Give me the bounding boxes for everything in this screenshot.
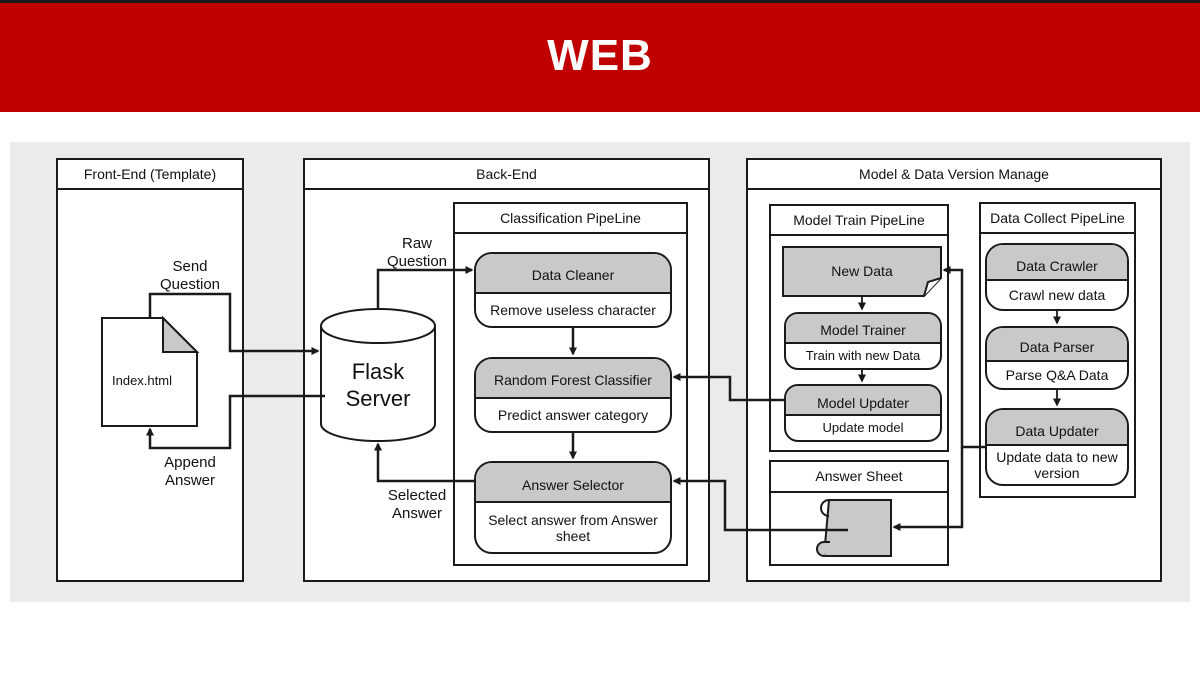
data-updater-to-answer-sheet-arrow — [892, 447, 964, 531]
data-crawler-title: Data Crawler — [987, 245, 1127, 281]
data-cleaner-body: Remove useless character — [490, 302, 656, 318]
data-updater-body: Update data to new version — [996, 449, 1118, 481]
append-answer-arrow — [146, 394, 325, 450]
page-title: WEB — [547, 31, 653, 80]
selected-answer-label: Selected Answer — [387, 487, 447, 522]
rf-classifier-node: Random Forest Classifier Predict answer … — [474, 357, 672, 433]
flask-server-label-line1: Flask — [351, 359, 405, 384]
answer-sheet-scroll-icon — [816, 499, 892, 557]
answer-sheet-to-selector-arrow — [672, 477, 848, 532]
answer-sheet-title: Answer Sheet — [771, 462, 947, 493]
model-updater-title: Model Updater — [786, 386, 940, 416]
data-updater-to-new-data-arrow — [942, 266, 986, 449]
model-trainer-title: Model Trainer — [786, 314, 940, 344]
model-updater-body: Update model — [822, 420, 904, 435]
backend-panel-title: Back-End — [305, 160, 708, 190]
model-updater-node: Model Updater Update model — [784, 384, 942, 442]
rf-classifier-title: Random Forest Classifier — [476, 359, 670, 399]
title-bar — [0, 0, 1200, 112]
selected-answer-arrow — [374, 442, 474, 483]
data-parser-body: Parse Q&A Data — [1005, 367, 1109, 383]
data-crawler-body: Crawl new data — [1008, 287, 1106, 303]
frontend-panel-title: Front-End (Template) — [58, 160, 242, 190]
data-cleaner-title: Data Cleaner — [476, 254, 670, 294]
model-trainer-node: Model Trainer Train with new Data — [784, 312, 942, 370]
model-data-panel-title: Model & Data Version Manage — [748, 160, 1160, 190]
data-cleaner-node: Data Cleaner Remove useless character — [474, 252, 672, 328]
data-parser-title: Data Parser — [987, 328, 1127, 362]
index-document-icon — [101, 315, 200, 427]
data-updater-node: Data Updater Update data to new version — [985, 408, 1129, 486]
answer-selector-node: Answer Selector Select answer from Answe… — [474, 461, 672, 554]
rf-classifier-body: Predict answer category — [497, 407, 649, 423]
send-question-label: Send Question — [159, 258, 221, 293]
raw-question-arrow — [376, 266, 474, 309]
append-answer-label: Append Answer — [164, 454, 216, 489]
index-file-label: Index.html — [112, 373, 172, 388]
data-updater-title: Data Updater — [987, 410, 1127, 446]
new-data-document-icon — [782, 246, 942, 297]
classification-pipeline-title: Classification PipeLine — [455, 204, 686, 234]
model-trainer-body: Train with new Data — [805, 348, 921, 363]
data-crawler-node: Data Crawler Crawl new data — [985, 243, 1129, 311]
data-parser-node: Data Parser Parse Q&A Data — [985, 326, 1129, 390]
flask-server-cylinder-icon — [320, 308, 436, 442]
send-question-arrow — [148, 292, 320, 355]
raw-question-label: Raw Question — [386, 235, 448, 270]
frontend-panel: Front-End (Template) — [56, 158, 244, 582]
model-train-pipeline-title: Model Train PipeLine — [771, 206, 947, 236]
flask-server-label-line2: Server — [345, 386, 411, 411]
data-collect-pipeline-title: Data Collect PipeLine — [981, 204, 1134, 234]
answer-selector-body: Select answer from Answer sheet — [488, 511, 658, 544]
answer-selector-title: Answer Selector — [476, 463, 670, 503]
new-data-label: New Data — [831, 263, 893, 279]
model-updater-to-classifier-arrow — [672, 373, 785, 402]
